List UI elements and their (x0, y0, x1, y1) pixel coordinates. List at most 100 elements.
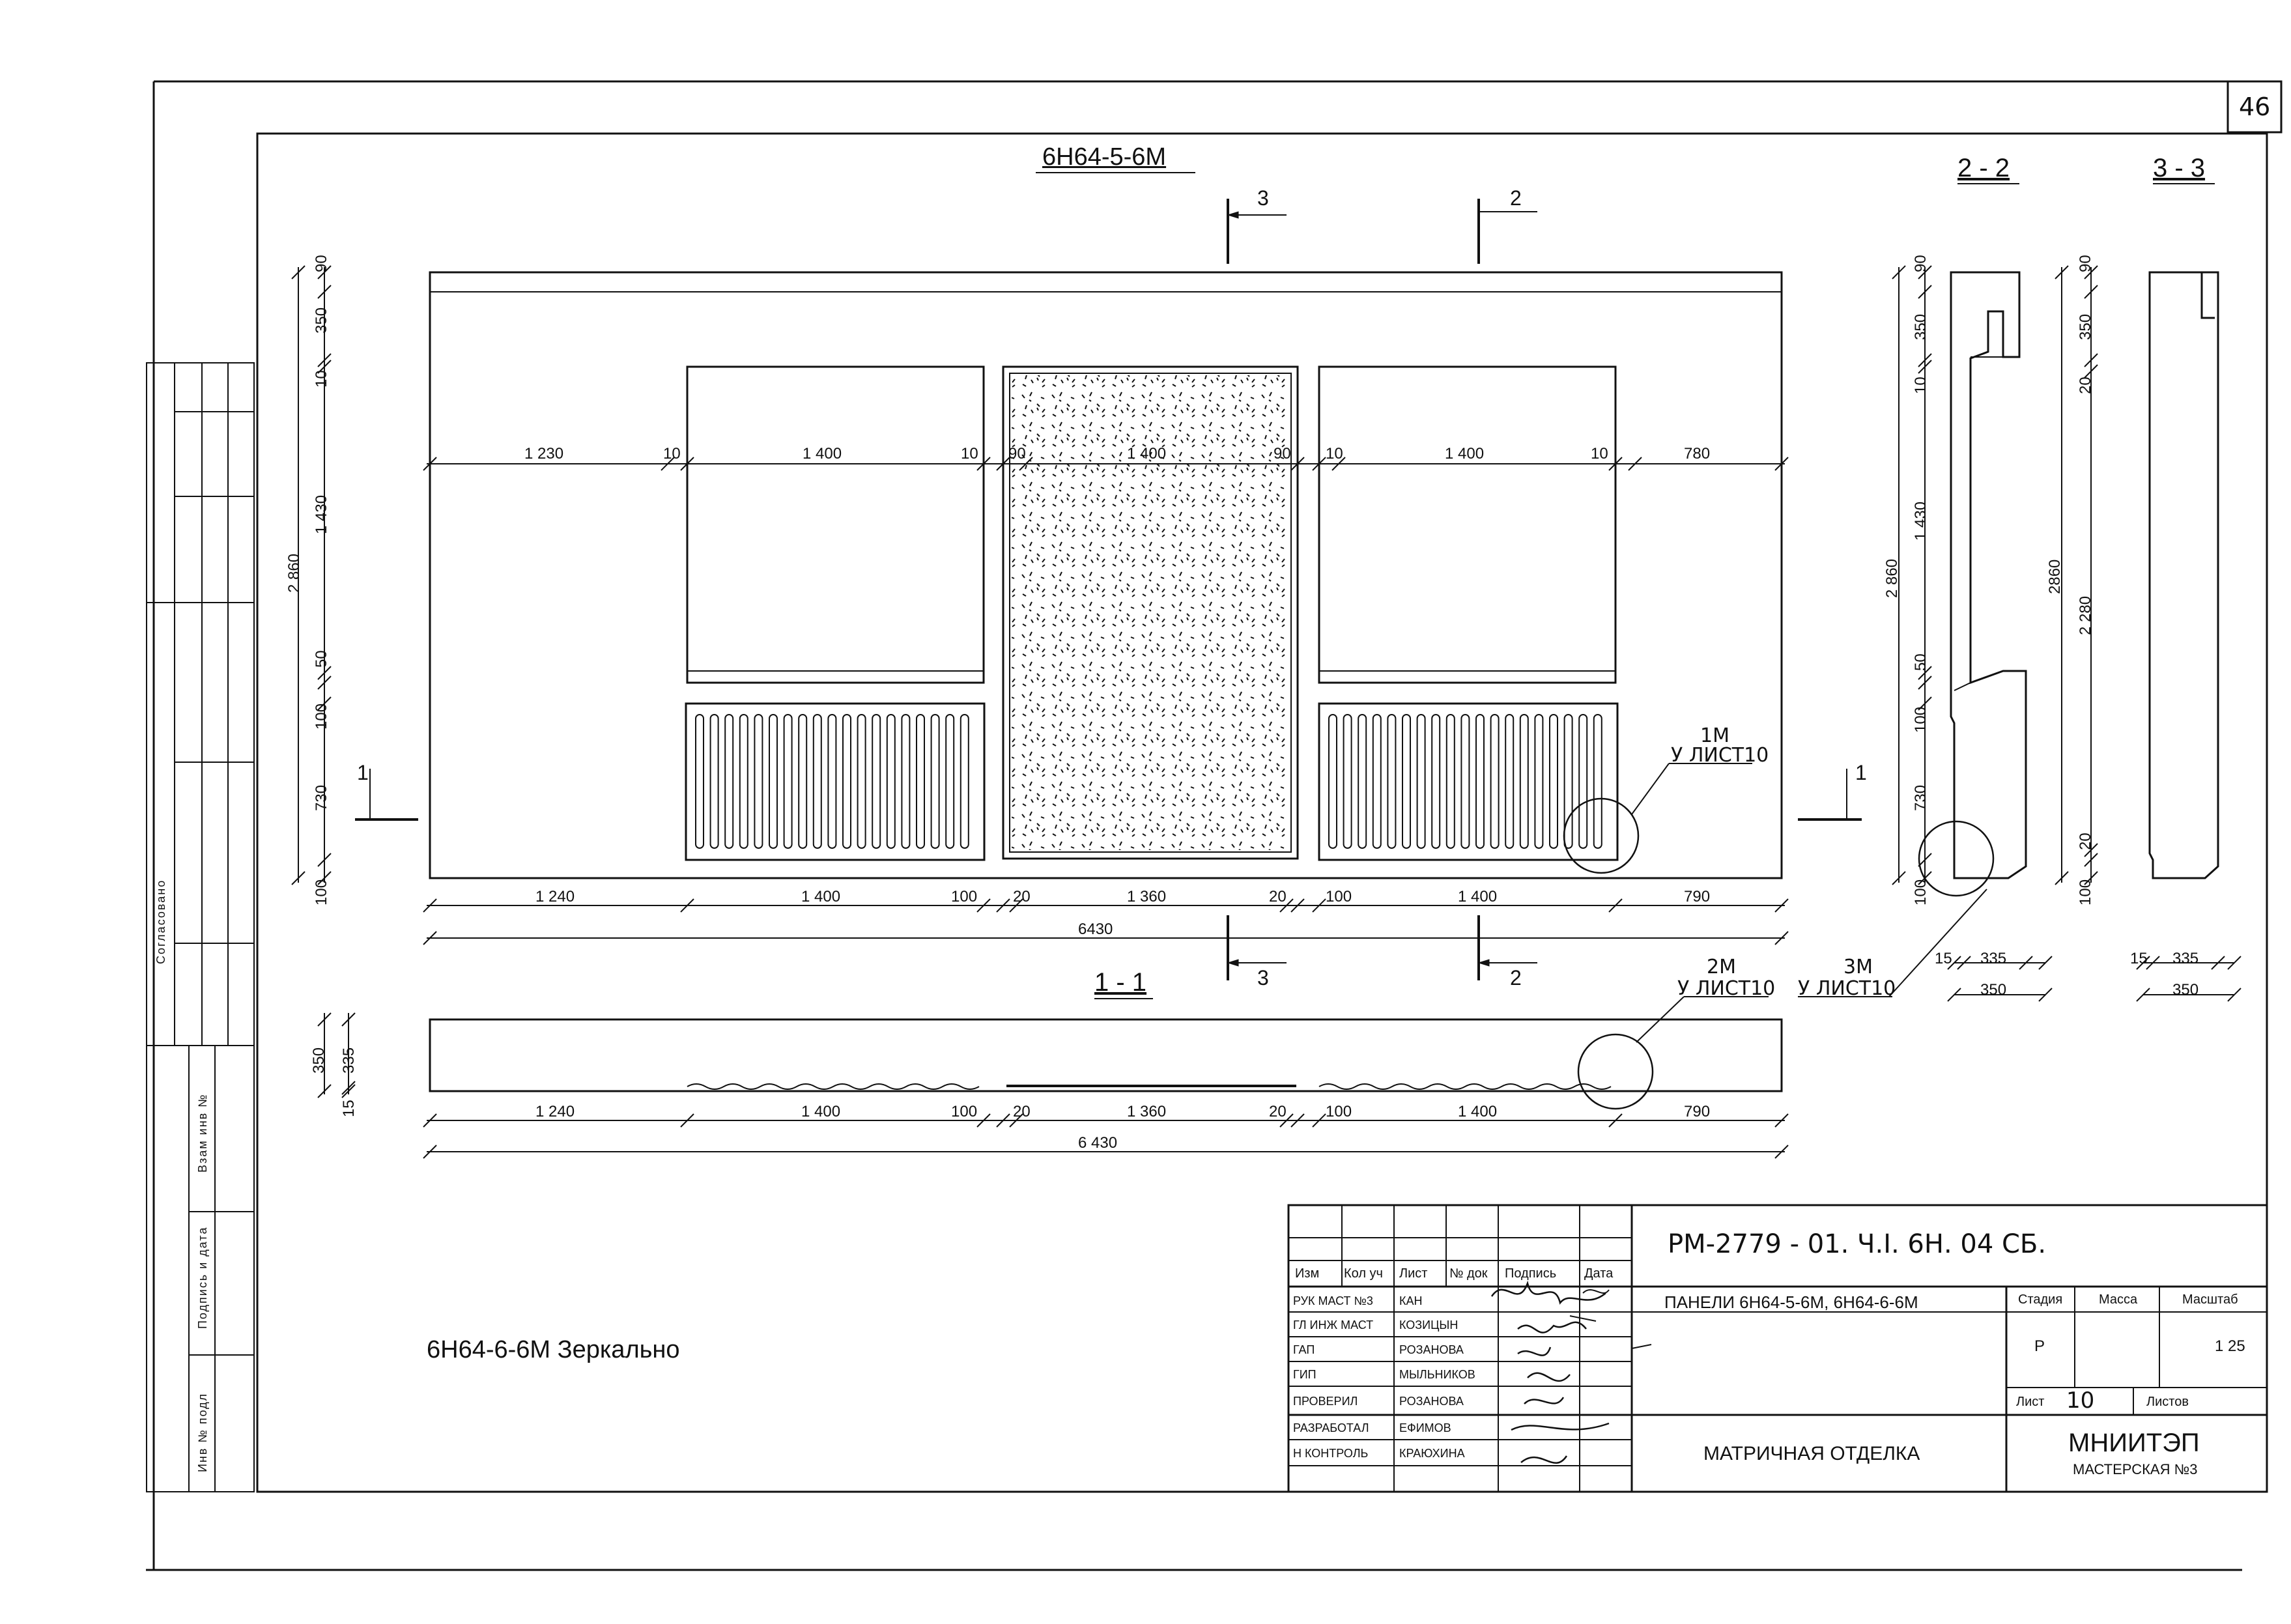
grille-slot (1328, 714, 1337, 849)
dimension-tick (1009, 898, 1023, 913)
left-dim-90: 90 (313, 255, 330, 272)
cut-mark-1-left: 1 (357, 761, 369, 784)
sec22-dim-730: 730 (1912, 784, 1929, 811)
tb-scale: 1 25 (2215, 1337, 2245, 1355)
tb-role-4: ГИП (1293, 1368, 1316, 1381)
sec33-dim-100: 100 (2077, 879, 2094, 905)
dimension-tick (317, 696, 332, 711)
tb-header-izm: Изм (1295, 1266, 1320, 1281)
dim-top-3: 1 400 (803, 445, 842, 463)
left-dim-10: 10 (313, 370, 330, 388)
grille-slot (1578, 714, 1588, 849)
stamp-inv-orig: Инв № подл (196, 1392, 209, 1472)
grille-slot (1519, 714, 1529, 849)
dimension-tick (317, 676, 332, 690)
cut-mark-2-bottom: 2 (1510, 966, 1522, 990)
stamp-inv-replace: Взам инв № (196, 1093, 209, 1173)
sec11-dim-4: 20 (1013, 1103, 1031, 1120)
dimension-tick (1774, 931, 1789, 945)
dimension-tick (1608, 457, 1623, 471)
sec11-dim-2: 1 400 (801, 1103, 841, 1120)
callout-2-number: 2М (1707, 956, 1736, 978)
dim-bottom-6: 20 (1269, 888, 1287, 905)
sec22-dim-total: 2 860 (1883, 558, 1901, 598)
dimension-tick (317, 285, 332, 299)
dimension-tick (317, 353, 332, 367)
dimension-tick (1331, 457, 1346, 471)
tb-header-date: Дата (1584, 1266, 1614, 1281)
dimension-tick (1628, 457, 1642, 471)
dimension-tick (976, 898, 991, 913)
grille-slot (916, 714, 925, 849)
section-1-title: 1 - 1 (1094, 968, 1147, 997)
tb-finish: МАТРИЧНАЯ ОТДЕЛКА (1703, 1443, 1920, 1464)
tb-sheet-label: Лист (2016, 1395, 2045, 1409)
document-code: РМ-2779 - 01. Ч.I. 6Н. 04 СБ. (1668, 1229, 2047, 1259)
sec11-dim-5: 1 360 (1127, 1103, 1167, 1120)
tb-name-5: РОЗАНОВА (1399, 1395, 1464, 1408)
front-view-title: 6Н64-5-6М (1042, 143, 1167, 171)
grille-slot (769, 714, 778, 849)
left-dim-350: 350 (313, 307, 330, 334)
callout-1-ref: У ЛИСТ10 (1671, 744, 1769, 767)
dim-bottom-7: 100 (1326, 888, 1352, 905)
sec22-dim-350: 350 (1912, 313, 1929, 340)
dimension-tick (291, 871, 306, 885)
tb-scale-label: Масштаб (2182, 1292, 2238, 1307)
tb-product: ПАНЕЛИ 6Н64-5-6М, 6Н64-6-6М (1664, 1292, 1918, 1312)
sec33-dim-total: 2860 (2046, 559, 2064, 594)
left-dim-1430: 1 430 (313, 494, 330, 534)
tb-header-sign: Подпись (1505, 1266, 1557, 1281)
dimension-tick (996, 898, 1010, 913)
dimension-tick (423, 931, 437, 945)
sec11-dim-6: 20 (1269, 1103, 1287, 1120)
grille-slot (1460, 714, 1470, 849)
dimension-tick (317, 853, 332, 867)
dimension-tick (1019, 457, 1033, 471)
sec22-w-15: 15 (1935, 950, 1952, 967)
grille-slot (1372, 714, 1382, 849)
sec33-w-15: 15 (2130, 950, 2148, 967)
tb-header-list: Лист (1399, 1266, 1428, 1281)
callout-2-ref: У ЛИСТ10 (1677, 977, 1776, 1000)
section-3-title: 3 - 3 (2153, 154, 2206, 182)
dimension-tick (291, 265, 306, 279)
dim-top-2: 10 (663, 445, 681, 463)
tb-name-4: МЫЛЬНИКОВ (1399, 1368, 1475, 1381)
sec22-dim-90: 90 (1912, 255, 1929, 272)
dim-bottom-4: 20 (1013, 888, 1031, 905)
sec11-dim-3: 100 (951, 1103, 978, 1120)
grille-slot (695, 714, 704, 849)
section-2-title: 2 - 2 (1957, 154, 2010, 182)
grille-slot (1490, 714, 1500, 849)
dimension-tick (317, 666, 332, 680)
tb-name-7: КРАЮХИНА (1399, 1447, 1465, 1460)
dimension-tick (680, 898, 694, 913)
dim-bottom-8: 1 400 (1458, 888, 1498, 905)
dimension-tick (317, 265, 332, 279)
tb-org: МНИИТЭП (2068, 1429, 2200, 1457)
grille-slot (1445, 714, 1455, 849)
sec33-w-335: 335 (2172, 950, 2199, 967)
sec22-dim-100: 100 (1912, 706, 1929, 733)
grille-slot (945, 714, 955, 849)
sec22-dim-1430: 1 430 (1912, 501, 1929, 541)
dimension-tick (317, 360, 332, 374)
sec33-dim-inner: 2 280 (2077, 595, 2094, 635)
tb-role-5: ПРОВЕРИЛ (1293, 1395, 1358, 1408)
left-dim-total: 2 860 (285, 553, 303, 593)
tb-role-1: РУК МАСТ №3 (1293, 1294, 1373, 1307)
left-dim-730: 730 (313, 784, 330, 811)
grille-slot (1549, 714, 1558, 849)
sec33-dim-90: 90 (2077, 255, 2094, 272)
tb-name-3: РОЗАНОВА (1399, 1343, 1464, 1356)
grille-slot (872, 714, 881, 849)
dimension-tick (1290, 898, 1305, 913)
grille-slot (709, 714, 719, 849)
sec11-dim-9: 790 (1684, 1103, 1711, 1120)
tb-role-2: ГЛ ИНЖ МАСТ (1293, 1318, 1374, 1332)
grille-slot (842, 714, 851, 849)
tb-name-6: ЕФИМОВ (1399, 1421, 1451, 1434)
